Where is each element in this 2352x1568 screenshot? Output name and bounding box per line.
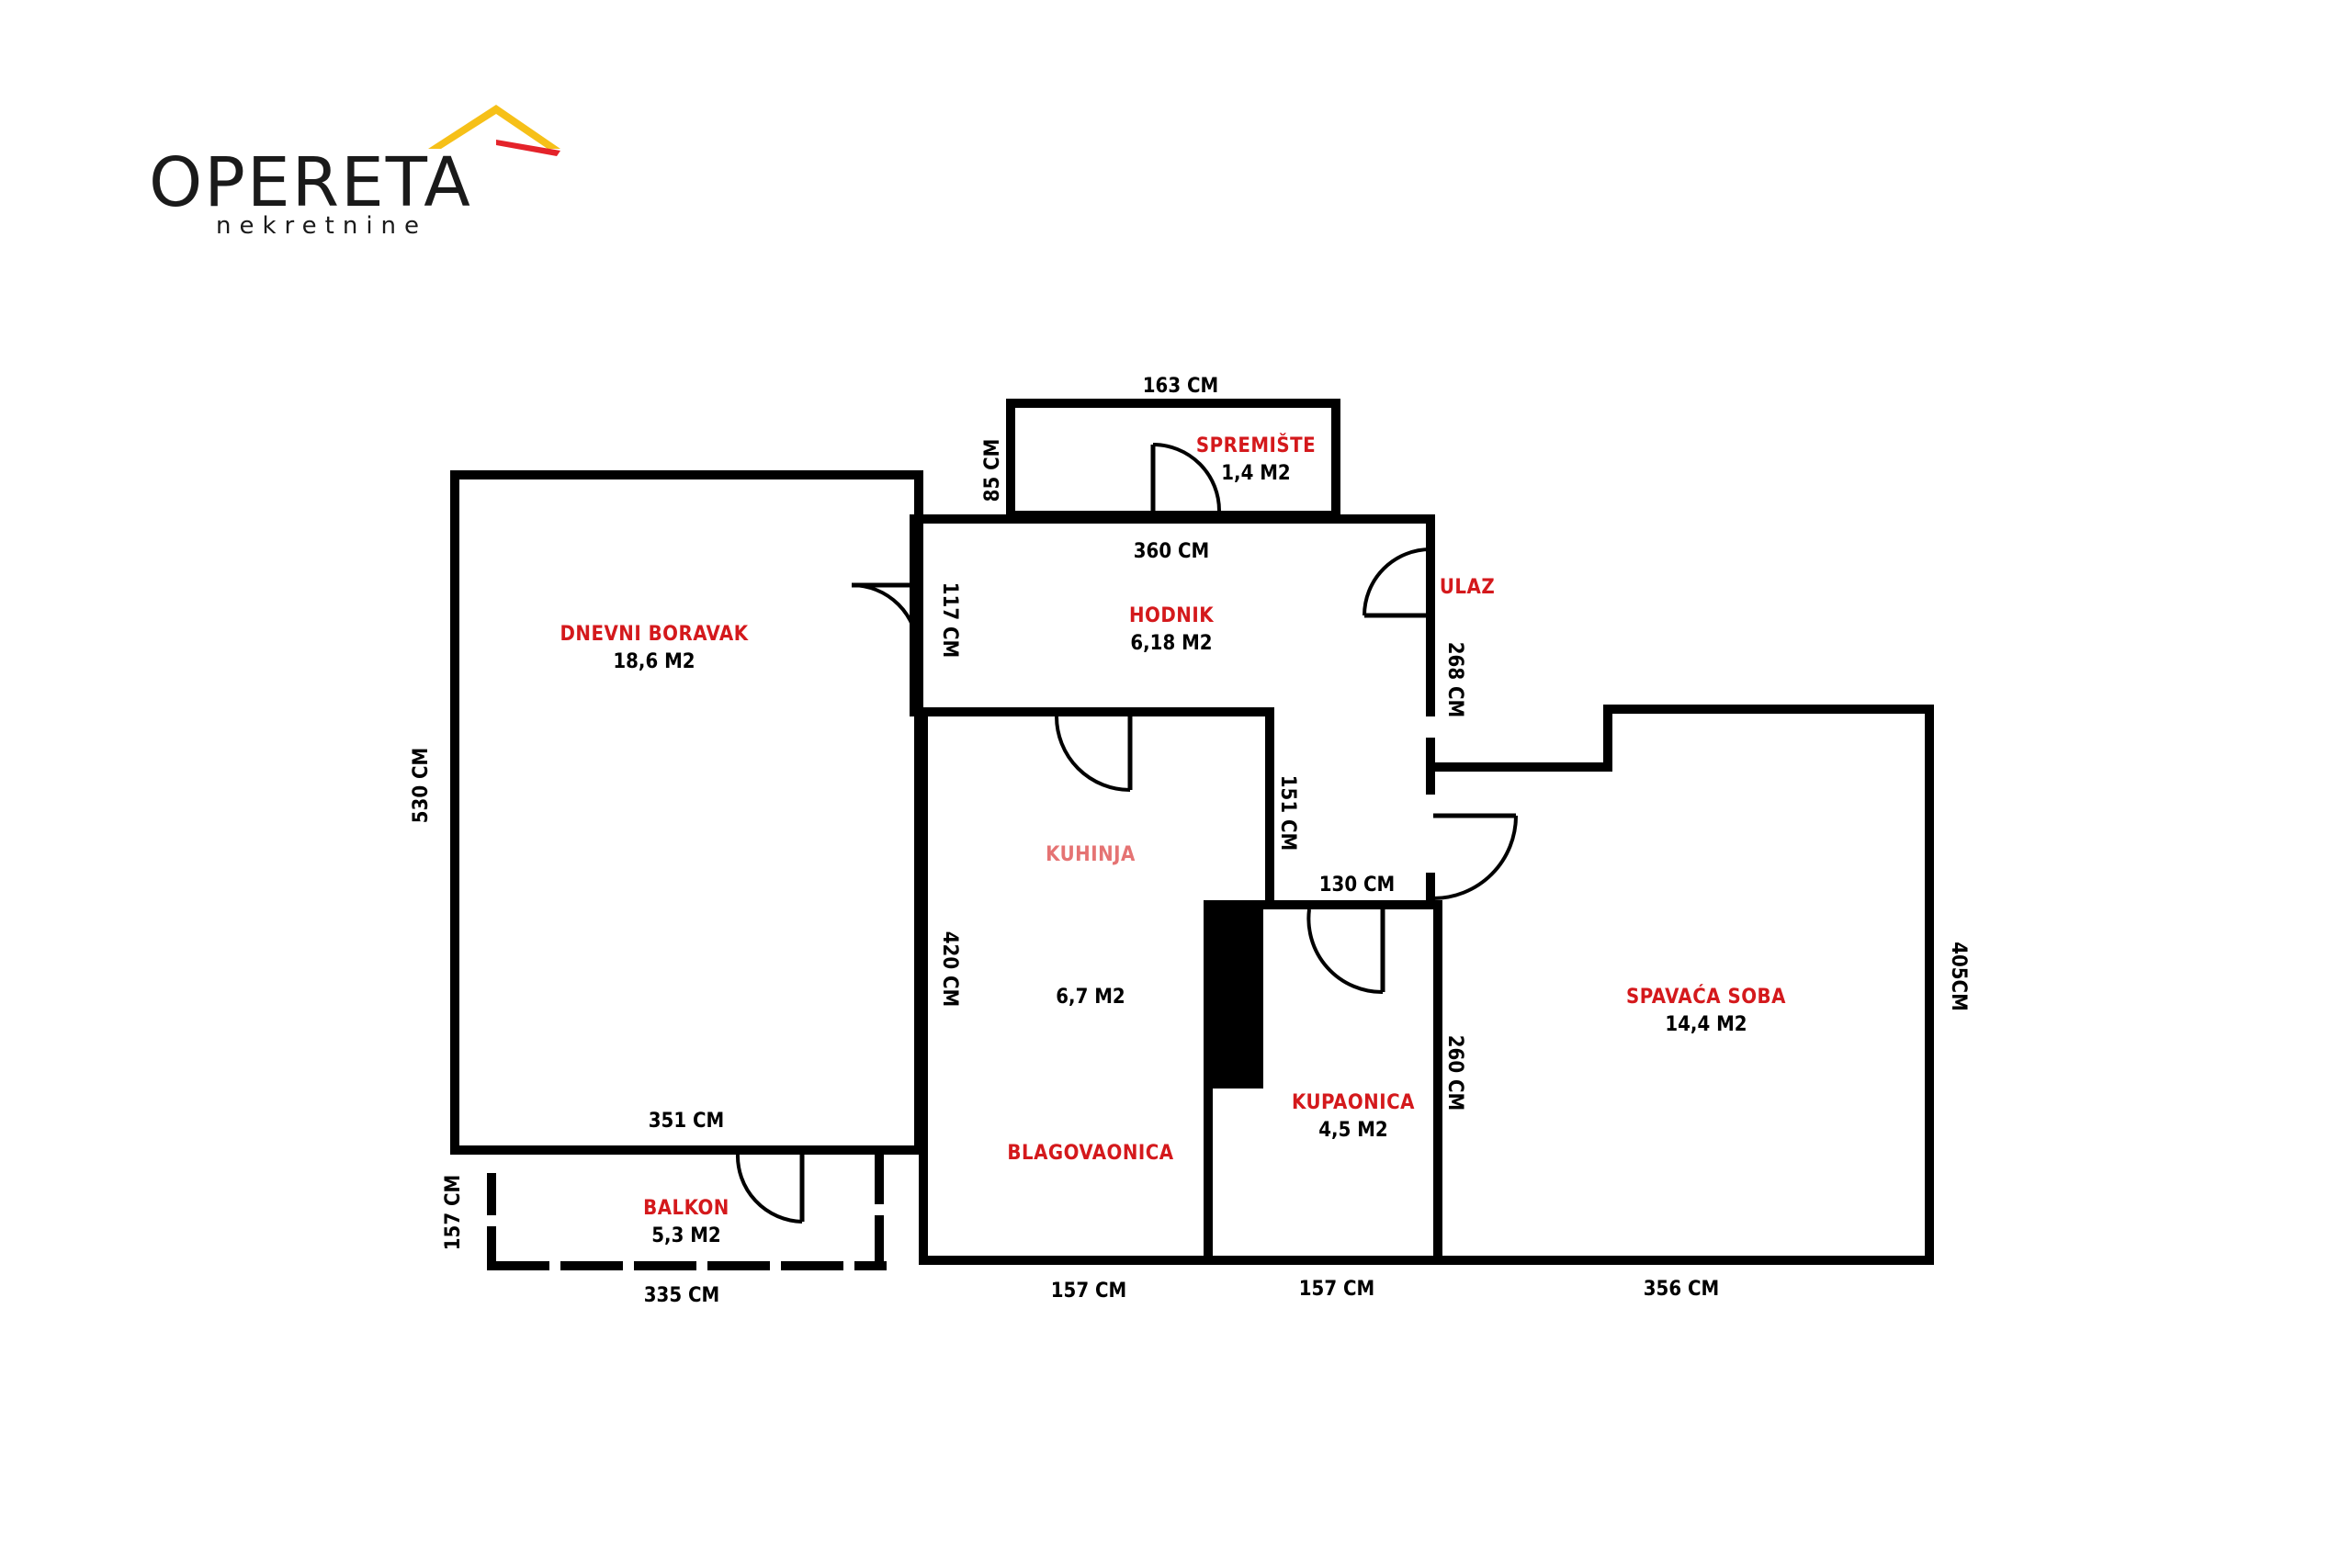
room-name-hodnik: HODNIK [1129, 604, 1214, 627]
room-area-hodnik: 6,18 M2 [1130, 632, 1212, 655]
spavaca-soba-walls [1426, 705, 1934, 1265]
dim-hall-stub-depth: 151 CM [1276, 775, 1299, 851]
spremiste-walls [1006, 399, 1340, 520]
room-area-balkon: 5,3 M2 [651, 1224, 720, 1247]
doors [735, 443, 1518, 1224]
room-name-kupaonica: KUPAONICA [1292, 1091, 1415, 1114]
dimension-labels: 163 CM 85 CM 360 CM 117 CM 268 CM 151 CM… [410, 375, 1970, 1307]
room-name-spavaca-soba: SPAVAĆA SOBA [1626, 985, 1786, 1009]
room-area-kuhinja: 6,7 M2 [1056, 986, 1125, 1009]
chimney-block [1204, 909, 1263, 1089]
dim-spremiste-depth: 85 CM [981, 439, 1004, 502]
ulaz-door-icon [1363, 547, 1431, 618]
hodnik-left-wall [910, 514, 1274, 909]
dim-soba-width: 356 CM [1644, 1278, 1719, 1301]
dim-boravak-width: 351 CM [649, 1110, 724, 1133]
logo-roof-accent-icon [496, 140, 560, 156]
room-area-spavaca-soba: 14,4 M2 [1665, 1013, 1747, 1036]
room-area-kupaonica: 4,5 M2 [1318, 1119, 1387, 1142]
spremiste-door-icon [1150, 443, 1221, 512]
room-name-spremiste: SPREMIŠTE [1196, 434, 1316, 457]
dim-balkon-width: 335 CM [644, 1284, 719, 1307]
logo-wordmark: OPERETA [149, 143, 472, 222]
dim-balkon-depth: 157 CM [442, 1175, 465, 1250]
logo-tagline: nekretnine [216, 212, 427, 240]
room-name-kuhinja: KUHINJA [1046, 843, 1136, 866]
soba-door-icon [1432, 813, 1518, 900]
dim-boravak-height: 530 CM [410, 748, 433, 823]
boravak-door-icon [851, 582, 920, 652]
dim-kupaonica-height: 260 CM [1443, 1035, 1466, 1111]
dim-hall-stub-width: 130 CM [1319, 874, 1395, 897]
kupaonica-door-icon [1306, 908, 1385, 995]
company-logo: OPERETA nekretnine [149, 105, 560, 240]
room-name-ulaz: ULAZ [1440, 576, 1495, 599]
balkon-door-icon [735, 1152, 805, 1224]
dim-hodnik-depth: 117 CM [938, 582, 961, 658]
dim-spremiste-width: 163 CM [1143, 375, 1218, 398]
dnevni-boravak-walls [450, 470, 923, 1155]
dim-kuhinja-width: 157 CM [1051, 1280, 1126, 1303]
hodnik-walls [910, 514, 1435, 716]
room-area-dnevni-boravak: 18,6 M2 [613, 650, 695, 673]
walls [450, 399, 1934, 1274]
kuhinja-walls [919, 707, 1213, 1265]
dim-ulaz-depth: 268 CM [1443, 642, 1466, 717]
room-name-balkon: BALKON [643, 1197, 729, 1220]
kuhinja-door-icon [1055, 716, 1133, 792]
logo-roof-icon [428, 105, 560, 149]
dim-soba-height: 405CM [1947, 942, 1970, 1011]
dim-hodnik-width: 360 CM [1134, 540, 1209, 563]
room-name-dnevni-boravak: DNEVNI BORAVAK [560, 623, 748, 646]
dim-kupaonica-width: 157 CM [1299, 1278, 1374, 1301]
dim-kuhinja-height: 420 CM [938, 931, 961, 1007]
room-labels: DNEVNI BORAVAK 18,6 M2 SPREMIŠTE 1,4 M2 … [560, 434, 1786, 1247]
balkon-outline [487, 1155, 887, 1274]
room-name-blagovaonica: BLAGOVAONICA [1007, 1142, 1173, 1165]
room-area-spremiste: 1,4 M2 [1221, 462, 1290, 485]
